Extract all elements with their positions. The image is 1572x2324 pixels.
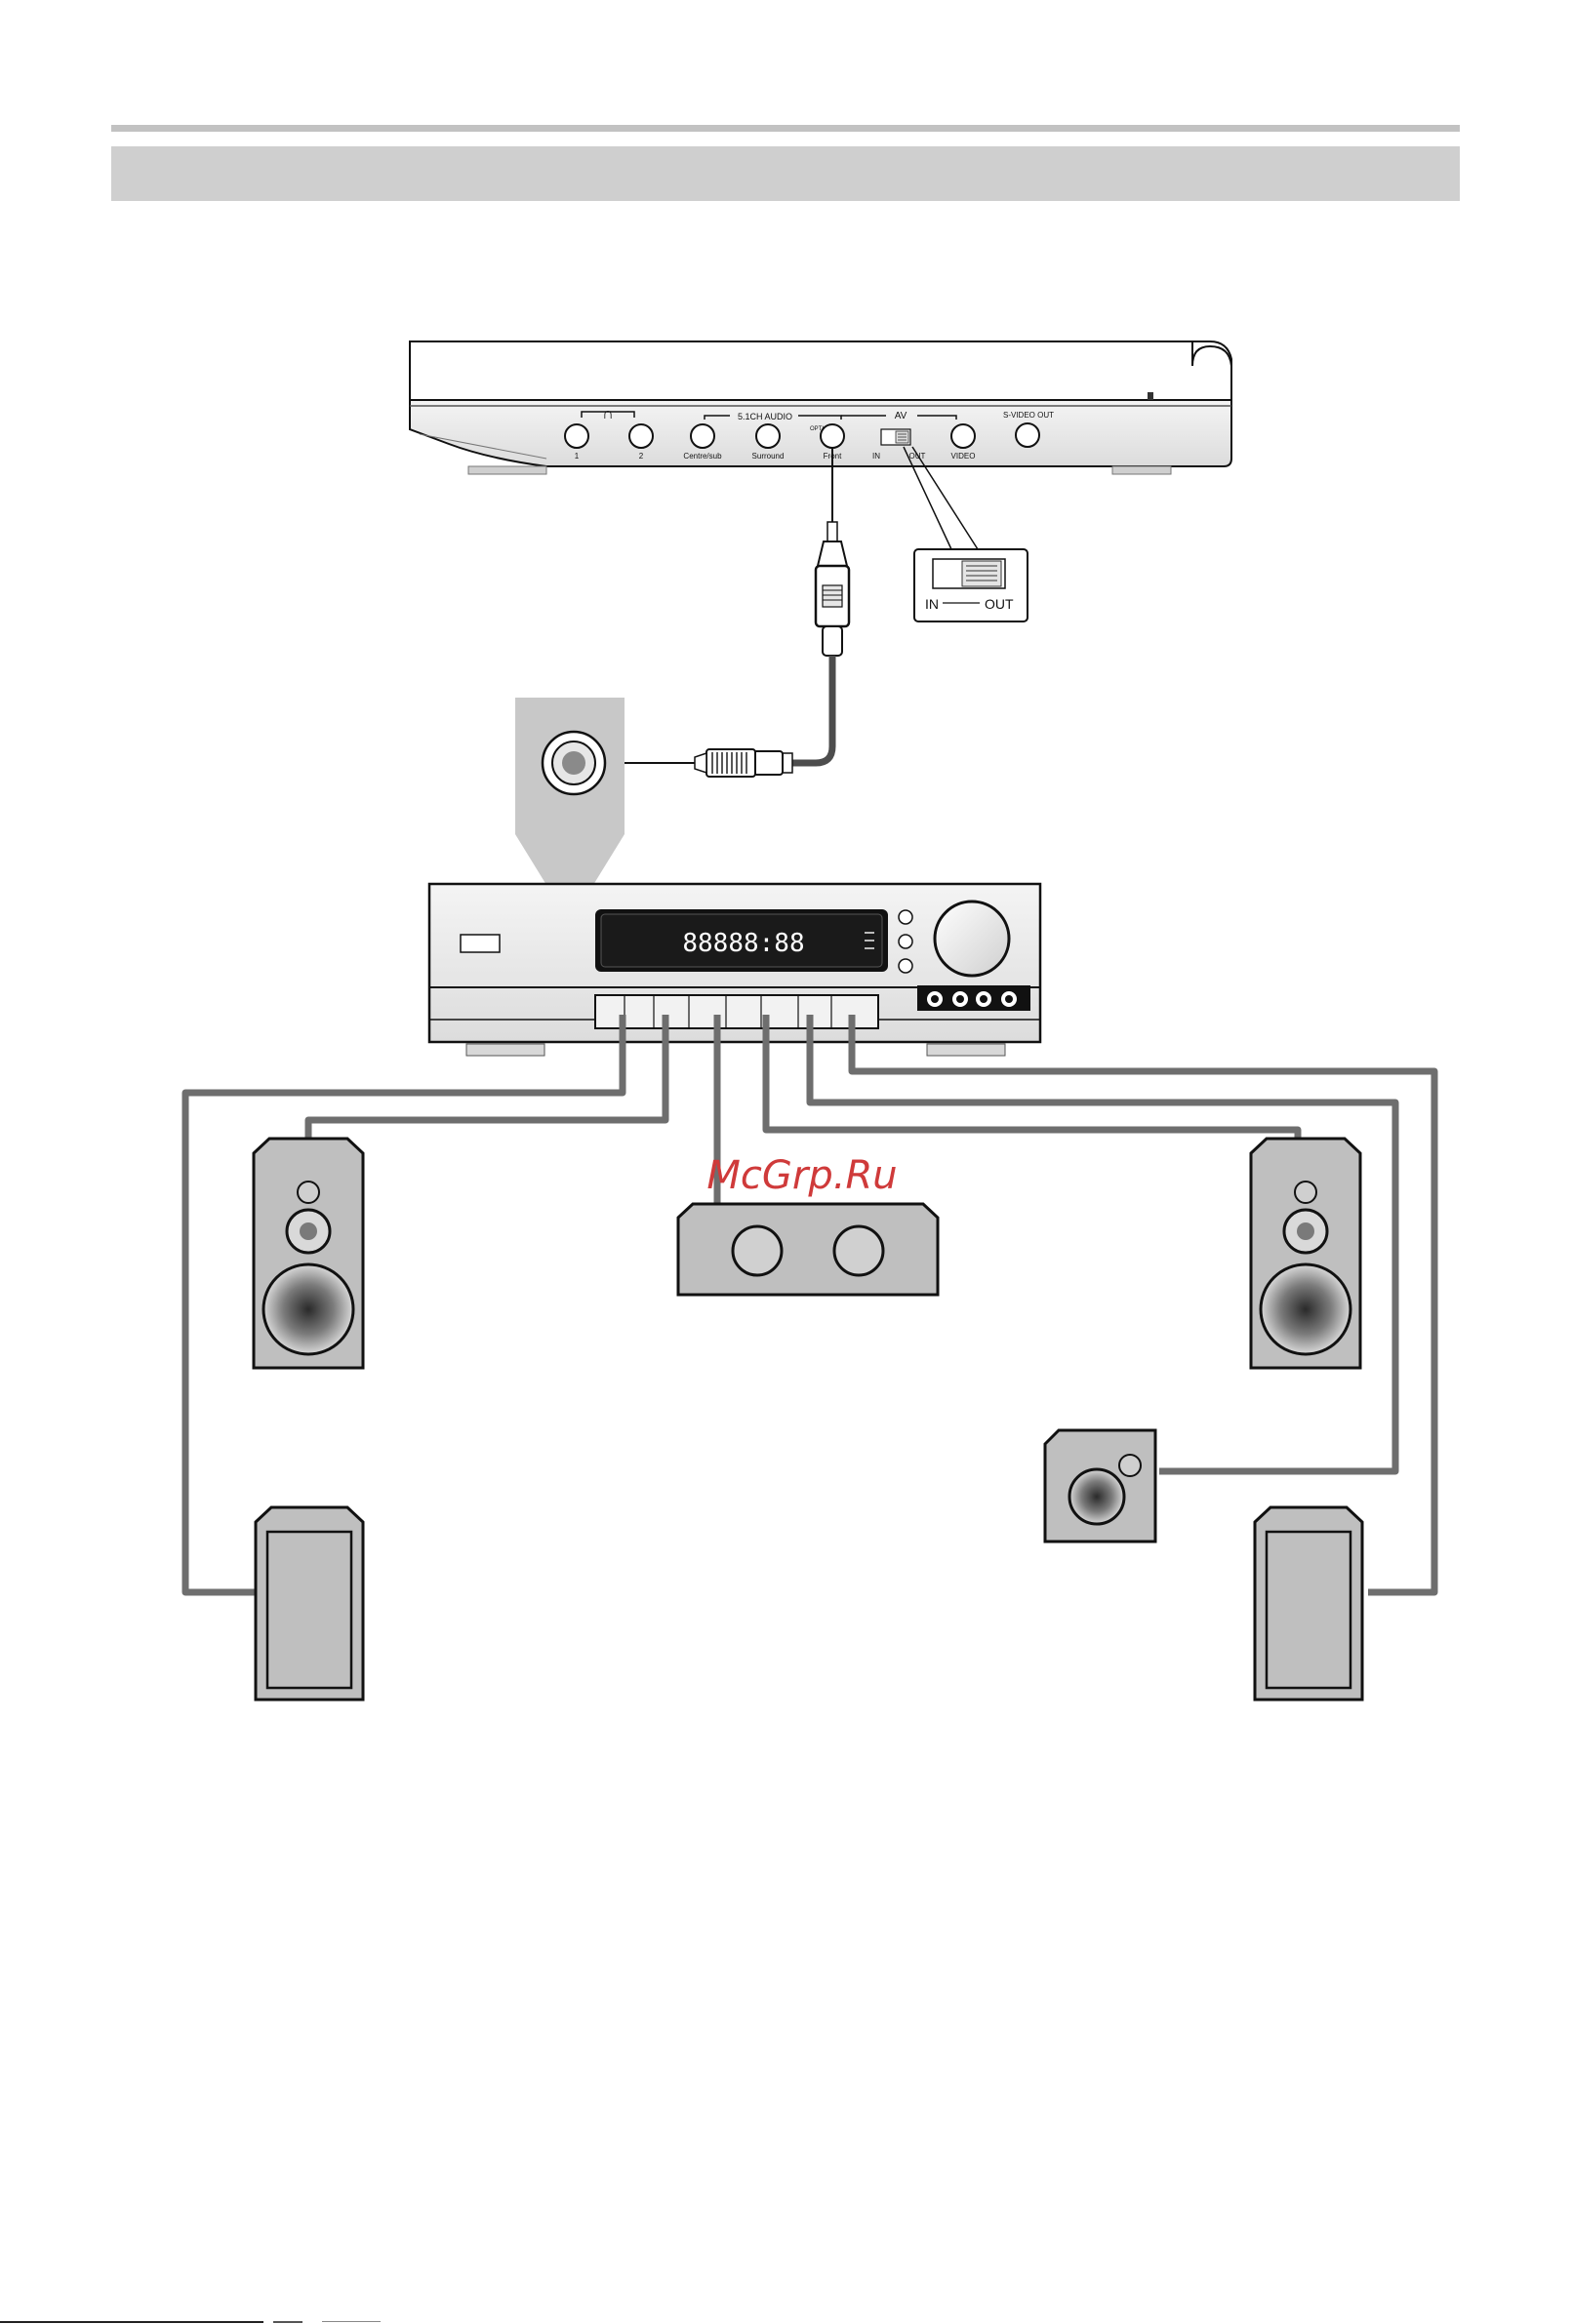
callout-in-label: IN	[925, 596, 939, 612]
rear-right-speaker	[1255, 1507, 1362, 1700]
headphone-jack-2-label: 2	[639, 452, 644, 461]
volume-knob	[935, 902, 1009, 976]
surround-jack	[756, 424, 780, 448]
svideo-jack	[1016, 423, 1039, 447]
coaxial-cable	[597, 448, 849, 777]
av-group-label: AV	[895, 411, 907, 421]
headphone-jack-1	[565, 424, 588, 448]
front-right-speaker	[1251, 1139, 1360, 1368]
callout-out-label: OUT	[985, 596, 1014, 612]
surround-label: Surround	[752, 452, 785, 461]
centre-sub-label: Centre/sub	[683, 452, 722, 461]
centre-sub-jack	[691, 424, 714, 448]
bottom-edge-mark	[0, 2318, 449, 2324]
headphone-jack-1-label: 1	[575, 452, 580, 461]
headphone-jack-2	[629, 424, 653, 448]
av-receiver: 88888:88	[429, 884, 1040, 1056]
switch-callout: IN OUT	[904, 447, 1028, 621]
headphone-icon: ∩	[602, 406, 614, 422]
av-switch-in-label: IN	[872, 452, 880, 461]
front-left-speaker	[254, 1139, 363, 1368]
receiver-power-button	[461, 935, 500, 952]
svideo-label: S-VIDEO OUT	[1003, 411, 1054, 420]
video-jack	[951, 424, 975, 448]
front-jack	[821, 424, 844, 448]
audio-group-label: 5.1CH AUDIO	[738, 412, 792, 421]
rear-left-speaker	[256, 1507, 363, 1700]
player-side-panel: ∩ 1 2 5.1CH AUDIO OPTICAL Centre/sub Sur…	[410, 341, 1231, 474]
av-switch-out-label: OUT	[909, 452, 926, 461]
watermark-text: McGrp.Ru	[706, 1153, 897, 1198]
subwoofer	[1045, 1430, 1155, 1542]
speaker-cables	[185, 1015, 1434, 1592]
receiver-display: 88888:88	[682, 929, 804, 958]
video-label: VIDEO	[951, 452, 976, 461]
receiver-input-callout	[515, 698, 625, 885]
centre-speaker	[678, 1204, 938, 1295]
